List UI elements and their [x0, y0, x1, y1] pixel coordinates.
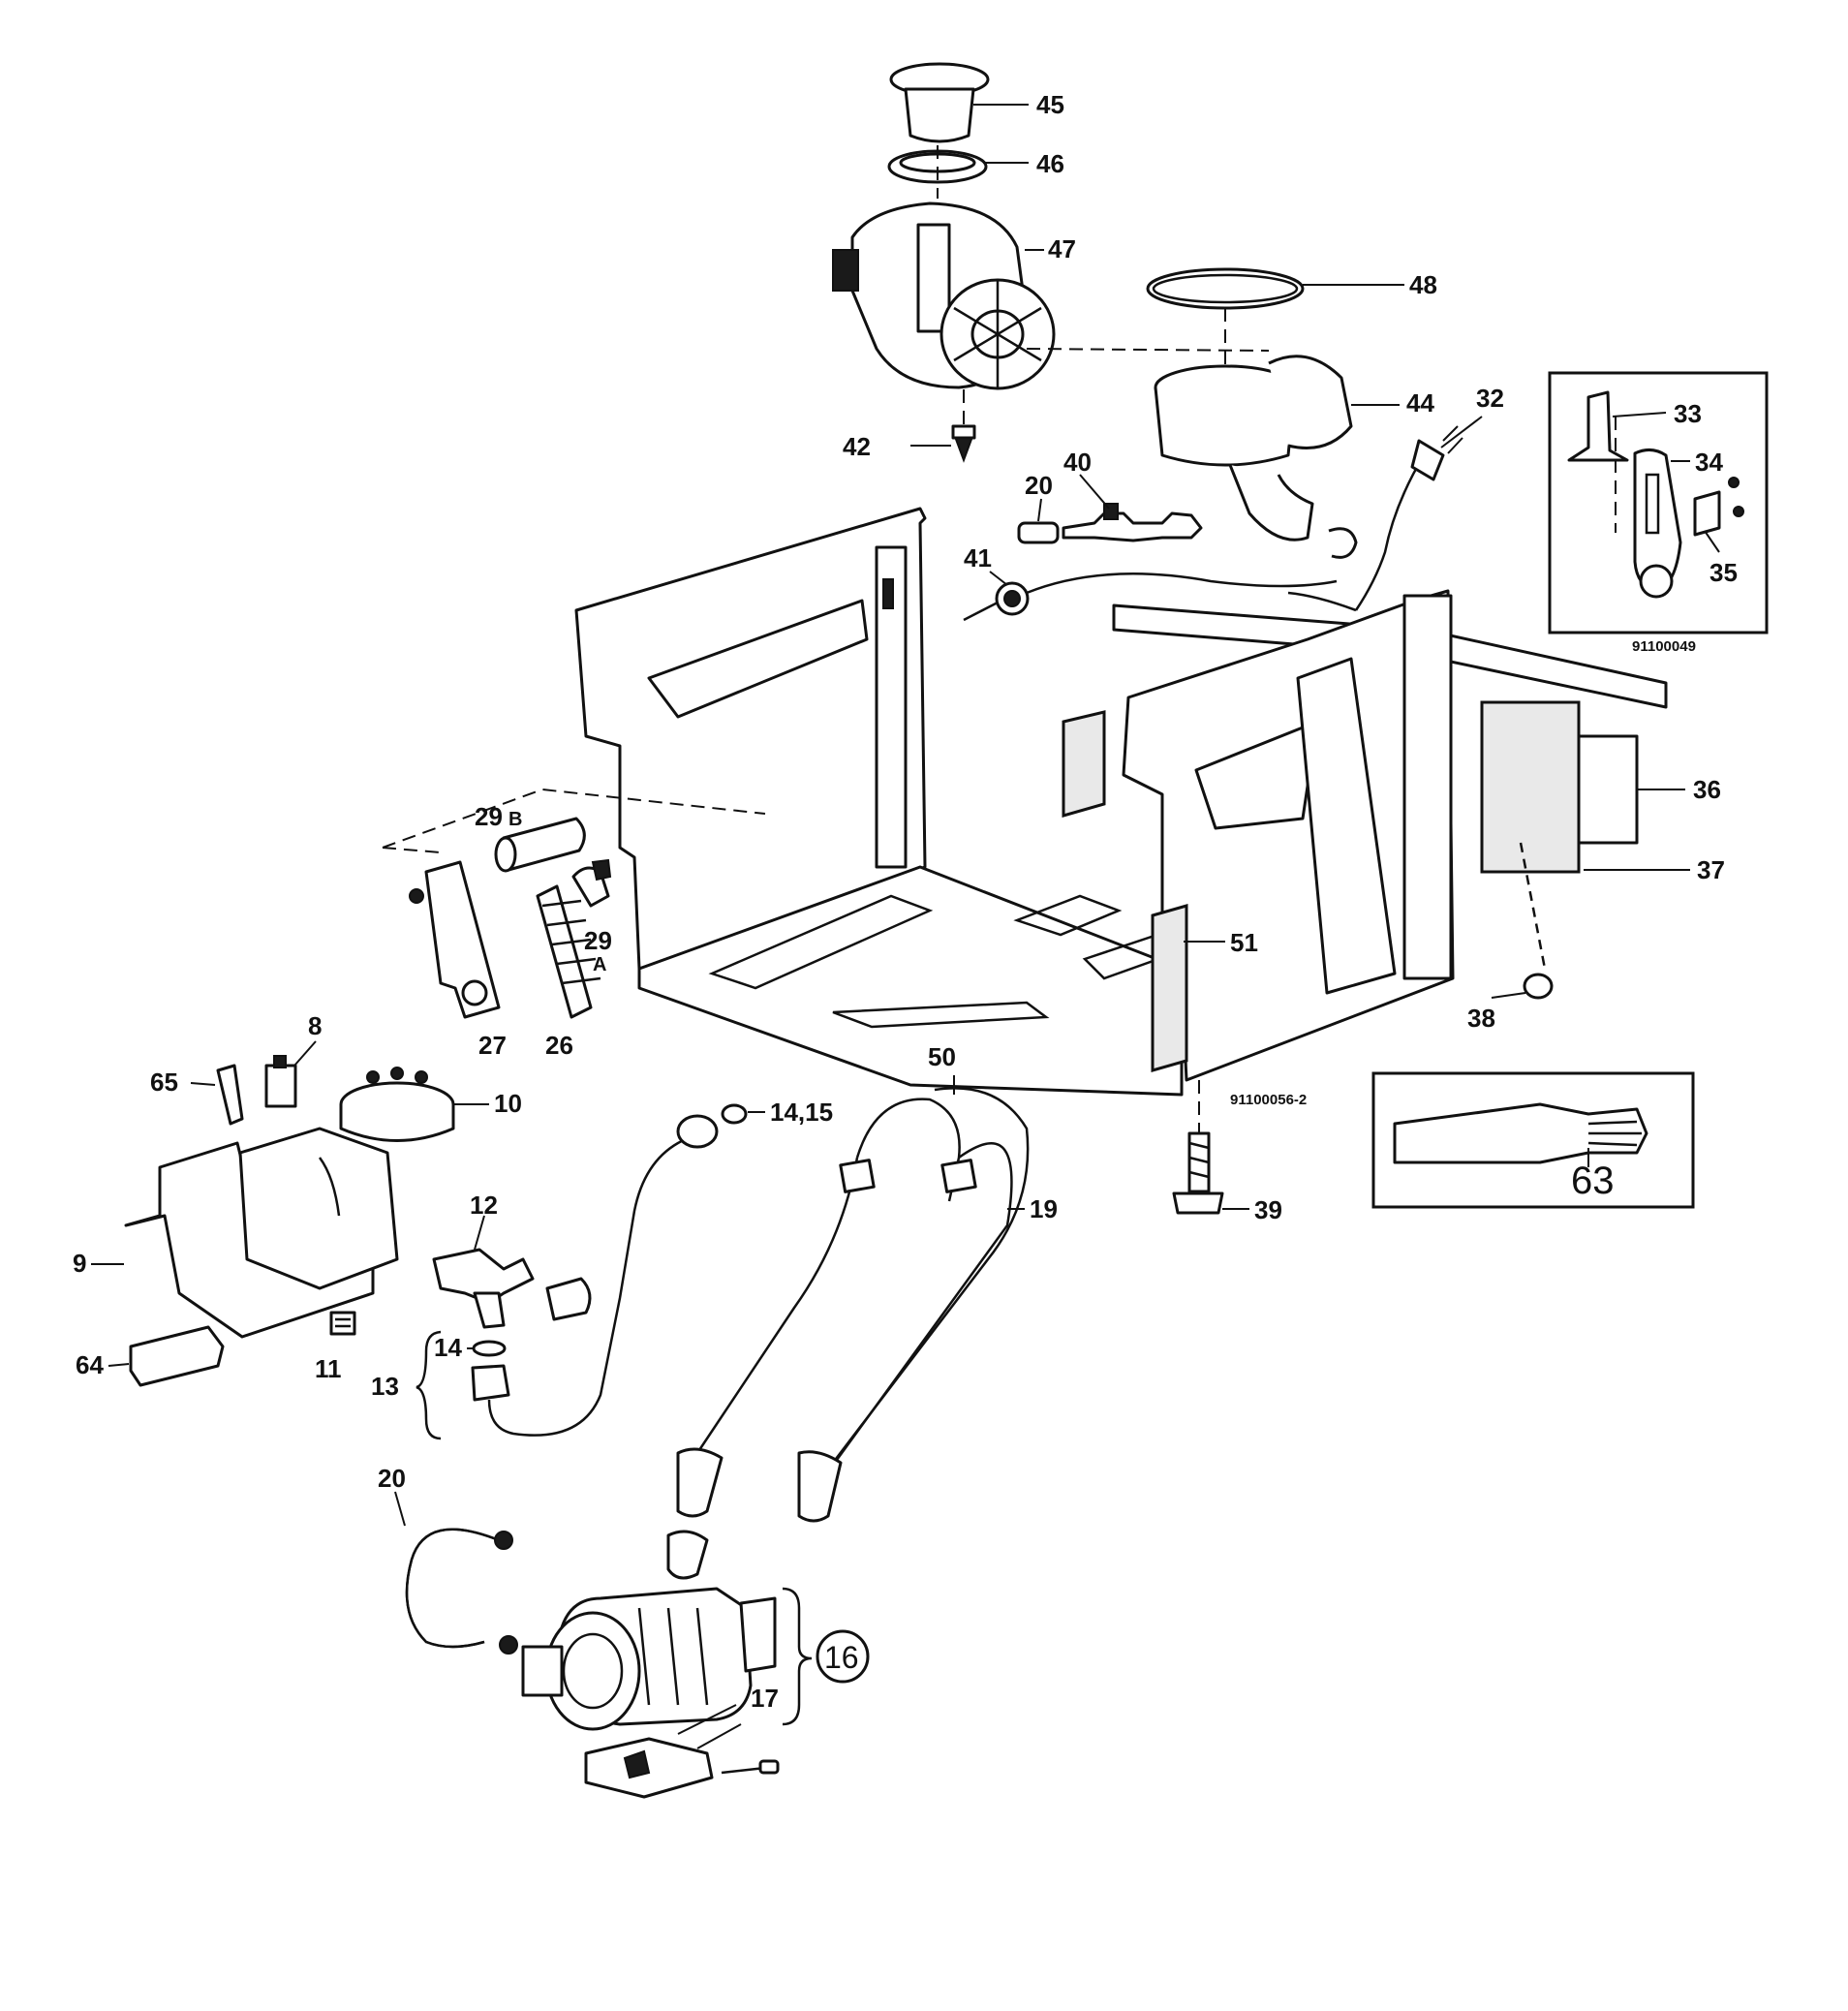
- label-17: 17: [751, 1684, 779, 1713]
- label-14-15: 14,15: [770, 1098, 833, 1127]
- part-20-top-hose-fitting: [1017, 521, 1060, 544]
- part-45-seal-sleeve: [889, 62, 990, 143]
- label-20-bottom: 20: [378, 1464, 406, 1493]
- label-47: 47: [1048, 234, 1076, 263]
- label-12: 12: [470, 1191, 498, 1220]
- part-9-mounting-bracket: [124, 1127, 399, 1339]
- label-8: 8: [308, 1011, 322, 1040]
- label-32: 32: [1476, 384, 1504, 413]
- label-39: 39: [1254, 1195, 1282, 1224]
- label-64: 64: [76, 1350, 104, 1379]
- part-39-leveling-foot: [1172, 1131, 1224, 1215]
- circlip: [1328, 527, 1358, 559]
- label-45: 45: [1036, 90, 1064, 119]
- dashed-guide-29-b: [382, 847, 442, 853]
- part-42-pump-foot: [951, 424, 976, 463]
- label-19: 19: [1030, 1194, 1058, 1223]
- label-46: 46: [1036, 149, 1064, 178]
- inset-tool-63: [1371, 1071, 1695, 1209]
- label-40: 40: [1063, 448, 1092, 477]
- part-12-inlet-valve: [432, 1248, 592, 1329]
- part-16-drain-pump: [521, 1530, 777, 1731]
- part-13-nut: [471, 1364, 510, 1402]
- label-65: 65: [150, 1067, 178, 1097]
- label-51: 51: [1230, 928, 1258, 957]
- label-44: 44: [1406, 388, 1434, 418]
- label-14: 14: [434, 1333, 462, 1362]
- part-64-connector: [129, 1325, 225, 1387]
- pump-bracket: [584, 1737, 780, 1799]
- label-35: 35: [1709, 558, 1738, 587]
- label-16: 16: [824, 1640, 859, 1675]
- label-27: 27: [478, 1031, 507, 1060]
- label-13: 13: [371, 1372, 399, 1401]
- part-40-connector: [1062, 503, 1203, 542]
- label-37: 37: [1697, 855, 1725, 884]
- part-32-power-cord: [1287, 425, 1463, 612]
- part-38-cap: [1519, 842, 1554, 1000]
- inlet-hose: [487, 1103, 748, 1437]
- part-41-grommet: [963, 572, 1338, 622]
- label-36: 36: [1693, 775, 1721, 804]
- label-10: 10: [494, 1089, 522, 1118]
- label-29b-letter: B: [508, 809, 522, 830]
- label-29a-letter: A: [593, 954, 606, 975]
- part-50-19-drain-hoses: [676, 1087, 1030, 1523]
- part-47-circulation-pump: [832, 201, 1056, 390]
- part-10-pressure-switch: [339, 1067, 455, 1142]
- part-44-sump: [1154, 355, 1353, 541]
- ref-inset: 91100049: [1632, 638, 1696, 655]
- part-27-bracket: [409, 860, 501, 1019]
- label-33: 33: [1674, 399, 1702, 428]
- label-29a-number: 29: [584, 926, 612, 955]
- label-11: 11: [315, 1354, 342, 1383]
- label-48: 48: [1409, 270, 1437, 299]
- label-29b-number: 29: [475, 802, 503, 831]
- circle-16: [816, 1629, 870, 1684]
- label-63: 63: [1571, 1160, 1615, 1202]
- label-41: 41: [964, 543, 992, 572]
- part-14-washer: [472, 1340, 507, 1357]
- label-20-top: 20: [1025, 471, 1053, 500]
- part-65-lever: [216, 1064, 244, 1126]
- label-42: 42: [843, 432, 871, 461]
- part-48-sealing-ring: [1146, 267, 1305, 310]
- part-46-hose-clamp: [887, 149, 1029, 184]
- label-9: 9: [73, 1249, 86, 1278]
- part-26-terminal-strip: [536, 884, 601, 1019]
- brace-13: [416, 1330, 442, 1440]
- part-11-filter-pad: [329, 1311, 356, 1336]
- part-29b-capacitor: [494, 817, 586, 873]
- part-20-bottom-hose: [405, 1528, 518, 1655]
- label-38: 38: [1467, 1004, 1495, 1033]
- label-26: 26: [545, 1031, 573, 1060]
- part-8-switch: [264, 1055, 297, 1108]
- brace-16: [782, 1587, 813, 1726]
- inset-door-hinge: [1548, 371, 1769, 634]
- base-frame: [574, 507, 1690, 1097]
- label-34: 34: [1695, 448, 1723, 477]
- label-50: 50: [928, 1042, 956, 1071]
- ref-main: 91100056-2: [1230, 1092, 1307, 1108]
- part-29a-clip: [571, 858, 612, 908]
